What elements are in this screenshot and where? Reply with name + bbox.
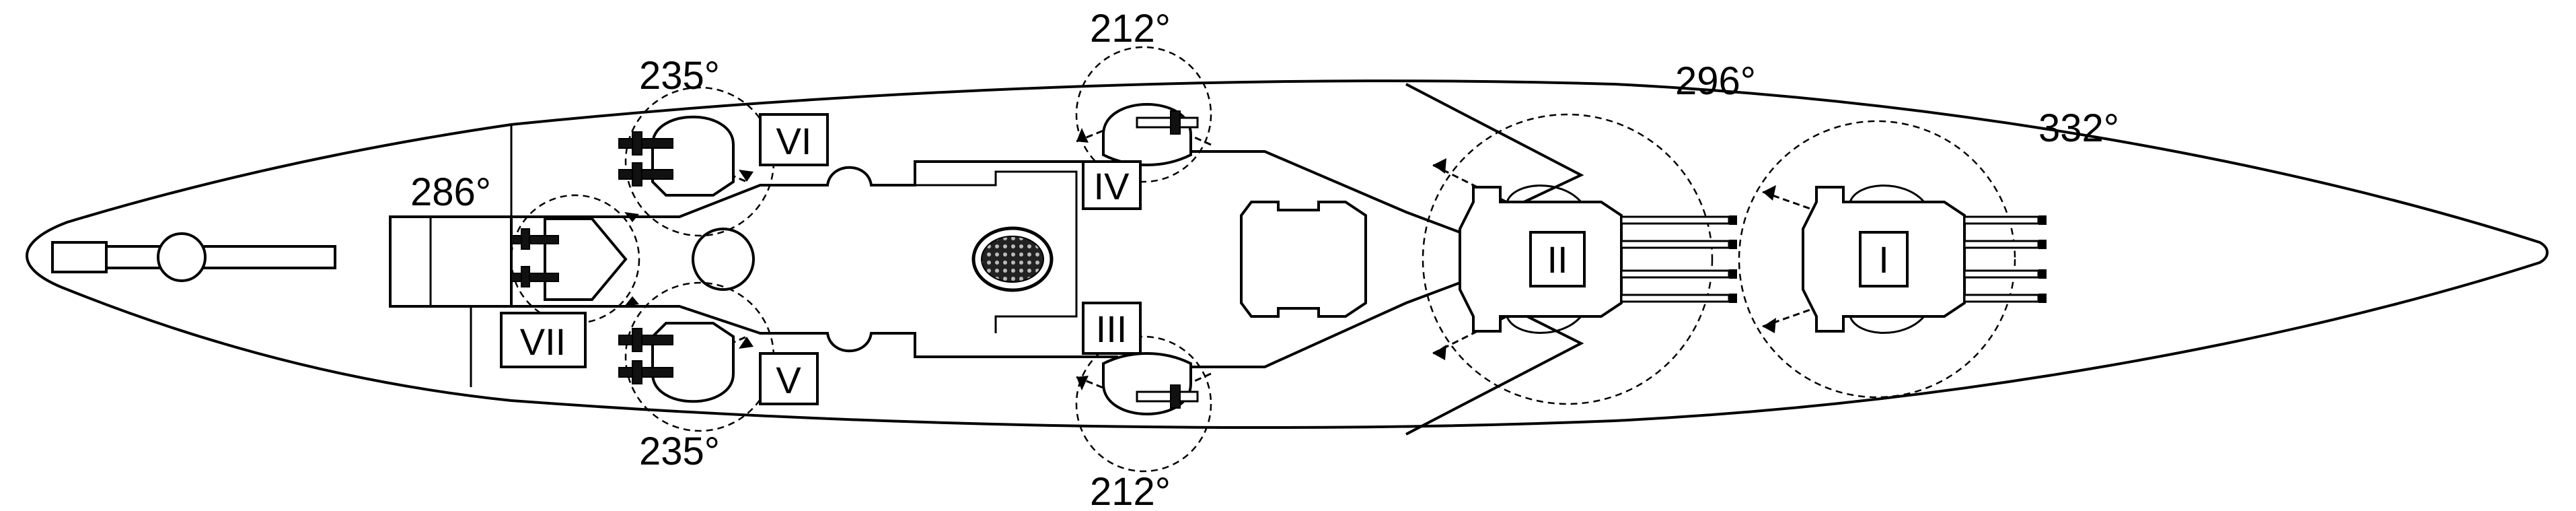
- arc-of-fire-turret-iv: [1075, 46, 1212, 183]
- turret-label-ii: II: [1529, 231, 1586, 287]
- arc-angle-turret-i: 332°: [2038, 106, 2119, 150]
- funnel-grille: [981, 236, 1044, 283]
- arc-angle-turret-iv: 212°: [1090, 7, 1171, 50]
- stern-rail-end: [51, 241, 108, 273]
- turret-label-vii: VII: [500, 312, 587, 368]
- turret-vii: [511, 217, 628, 301]
- svg-text:I: I: [1878, 238, 1889, 281]
- arc-angle-turret-iii: 212°: [1090, 470, 1171, 511]
- arc-of-fire-turret-vii: [510, 194, 640, 325]
- arc-angle-turret-v: 235°: [639, 430, 720, 473]
- svg-text:VI: VI: [776, 120, 812, 162]
- forward-superstructure: [1240, 201, 1367, 318]
- inner-superstructure: [915, 170, 1078, 333]
- turret-label-iii: III: [1082, 302, 1142, 355]
- aft-platform: [389, 215, 526, 308]
- svg-text:VII: VII: [520, 320, 566, 363]
- svg-text:IV: IV: [1094, 165, 1130, 207]
- turret-label-i: I: [1859, 231, 1909, 287]
- arc-angle-turret-ii: 296°: [1675, 59, 1756, 103]
- arc-of-fire-turret-ii: [1422, 113, 1714, 405]
- turret-label-iv: IV: [1082, 160, 1142, 210]
- arc-arrowheads: [624, 128, 1776, 390]
- turret-label-vi: VI: [759, 113, 829, 166]
- turret-vi: [618, 115, 735, 197]
- arc-angle-turret-vii: 286°: [410, 170, 491, 214]
- svg-text:V: V: [776, 359, 801, 401]
- arc-angle-turret-vi: 235°: [639, 54, 720, 98]
- turret-v: [618, 322, 735, 403]
- aft-director: [692, 228, 755, 291]
- turret-iii: [1102, 352, 1199, 415]
- turret-label-v: V: [759, 352, 819, 405]
- arc-of-fire-turret-iii: [1075, 335, 1212, 473]
- svg-text:II: II: [1547, 238, 1568, 281]
- capstan: [157, 232, 207, 282]
- svg-text:III: III: [1096, 308, 1128, 350]
- arc-of-fire-turret-i: [1738, 120, 2016, 399]
